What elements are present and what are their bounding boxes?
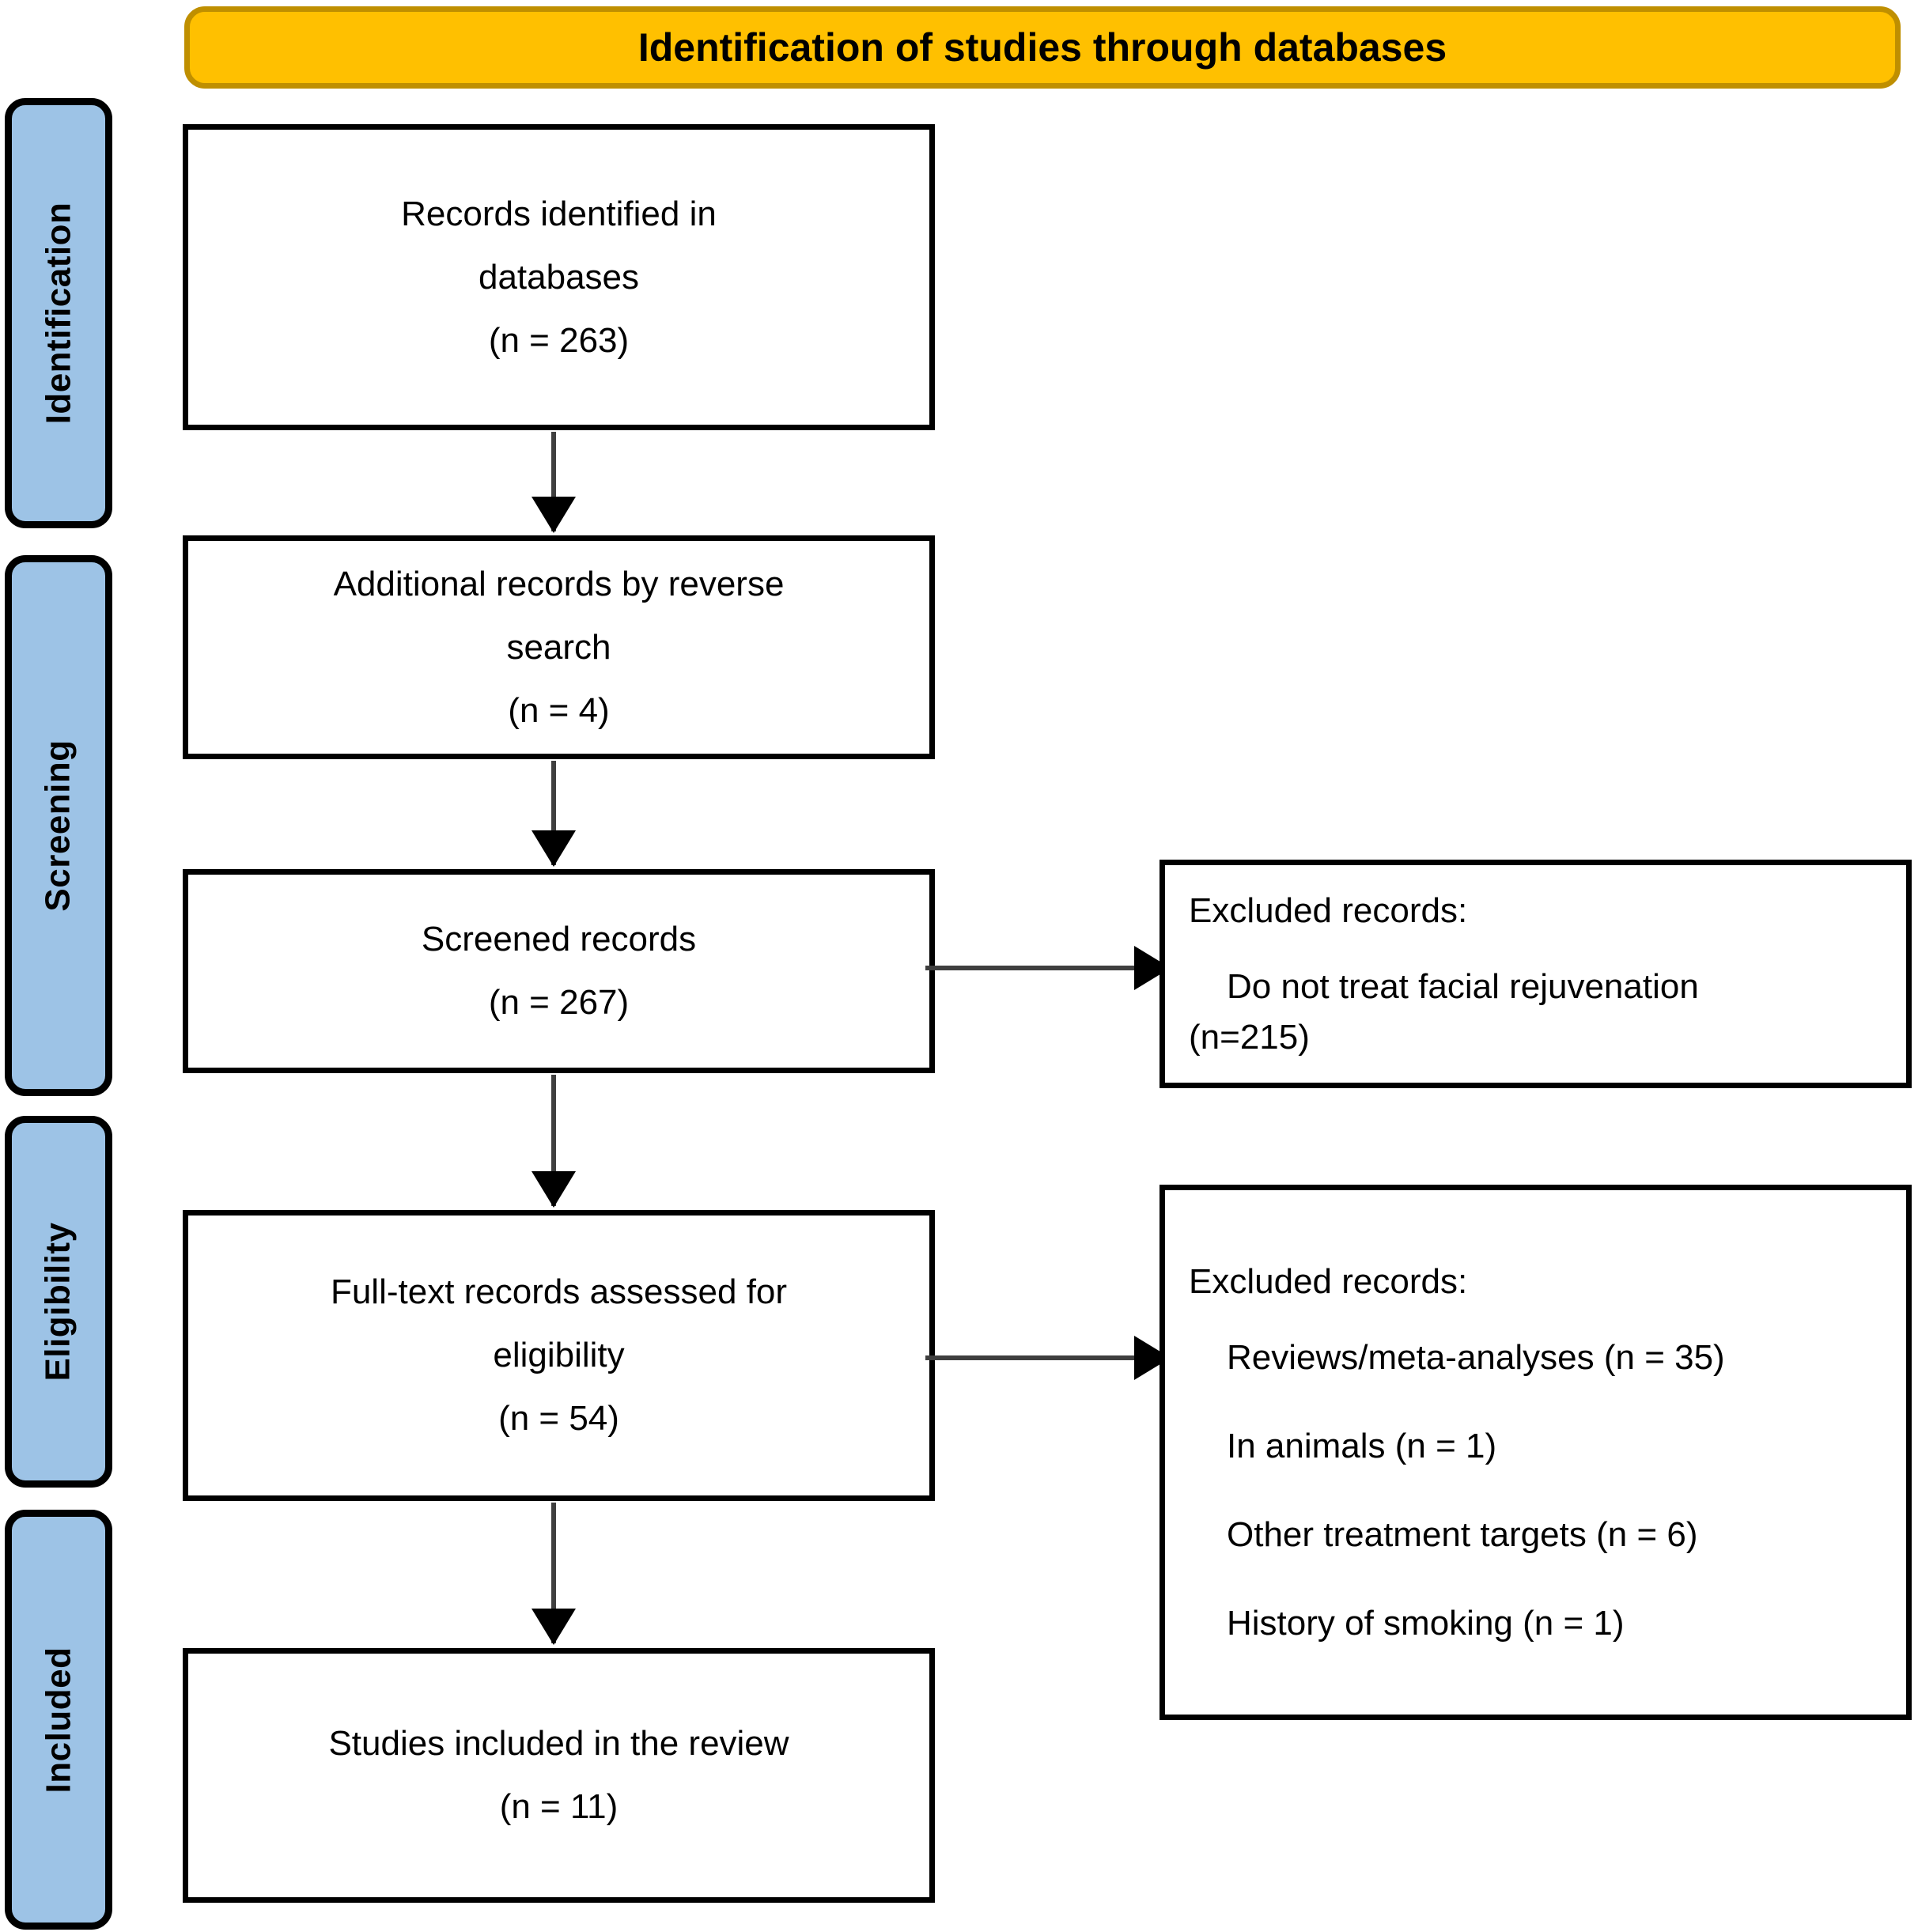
additional-records-line1: Additional records by reverse bbox=[333, 564, 785, 603]
box-excluded-screening: Excluded records: Do not treat facial re… bbox=[1160, 860, 1912, 1088]
box-fulltext-records: Full-text records assessed for eligibili… bbox=[183, 1210, 935, 1501]
excluded-eligibility-item: Other treatment targets (n = 6) bbox=[1227, 1514, 1698, 1554]
fulltext-records-line2: eligibility bbox=[493, 1336, 625, 1374]
diagram-header-banner: Identification of studies through databa… bbox=[184, 6, 1901, 89]
stage-label-text: Eligibility bbox=[39, 1222, 78, 1382]
screened-records-line1: Screened records bbox=[421, 920, 697, 958]
stage-label-eligibility: Eligibility bbox=[5, 1116, 112, 1488]
stage-label-text: Identification bbox=[39, 202, 78, 425]
excluded-eligibility-item: Reviews/meta-analyses (n = 35) bbox=[1227, 1337, 1725, 1377]
stage-label-identification: Identification bbox=[5, 98, 112, 528]
arrow-right-screened-to-excluded bbox=[925, 966, 1169, 970]
box-studies-included: Studies included in the review (n = 11) bbox=[183, 1648, 935, 1903]
stage-label-text: Included bbox=[39, 1647, 78, 1793]
studies-included-line1: Studies included in the review bbox=[328, 1724, 789, 1763]
box-records-identified: Records identified in databases (n = 263… bbox=[183, 124, 935, 430]
box-screened-records: Screened records (n = 267) bbox=[183, 869, 935, 1073]
arrow-right-fulltext-to-excluded bbox=[925, 1355, 1169, 1360]
excluded-eligibility-item: In animals (n = 1) bbox=[1227, 1426, 1497, 1465]
excluded-screening-count: (n=215) bbox=[1189, 1017, 1310, 1057]
arrow-down-additional-to-screened bbox=[551, 761, 556, 865]
excluded-screening-reason: Do not treat facial rejuvenation bbox=[1227, 966, 1699, 1006]
screened-records-count: (n = 267) bbox=[488, 983, 630, 1022]
box-excluded-eligibility: Excluded records: Reviews/meta-analyses … bbox=[1160, 1185, 1912, 1720]
fulltext-records-line1: Full-text records assessed for bbox=[330, 1272, 788, 1311]
arrow-down-identified-to-additional bbox=[551, 432, 556, 531]
stage-label-included: Included bbox=[5, 1510, 112, 1930]
additional-records-line2: search bbox=[506, 627, 611, 667]
page-title: Identification of studies through databa… bbox=[637, 25, 1447, 70]
stage-label-screening: Screening bbox=[5, 555, 112, 1096]
records-identified-line1: Records identified in bbox=[401, 194, 717, 233]
arrow-down-fulltext-to-included bbox=[551, 1503, 556, 1643]
arrow-down-screened-to-fulltext bbox=[551, 1075, 556, 1206]
records-identified-line2: databases bbox=[478, 257, 640, 297]
studies-included-count: (n = 11) bbox=[499, 1787, 619, 1826]
box-additional-records: Additional records by reverse search (n … bbox=[183, 535, 935, 759]
additional-records-count: (n = 4) bbox=[508, 690, 610, 730]
excluded-eligibility-heading: Excluded records: bbox=[1189, 1261, 1468, 1301]
excluded-eligibility-item: History of smoking (n = 1) bbox=[1227, 1603, 1625, 1643]
records-identified-count: (n = 263) bbox=[488, 320, 630, 360]
fulltext-records-count: (n = 54) bbox=[498, 1399, 619, 1438]
excluded-screening-heading: Excluded records: bbox=[1189, 890, 1468, 930]
stage-label-text: Screening bbox=[39, 739, 78, 912]
